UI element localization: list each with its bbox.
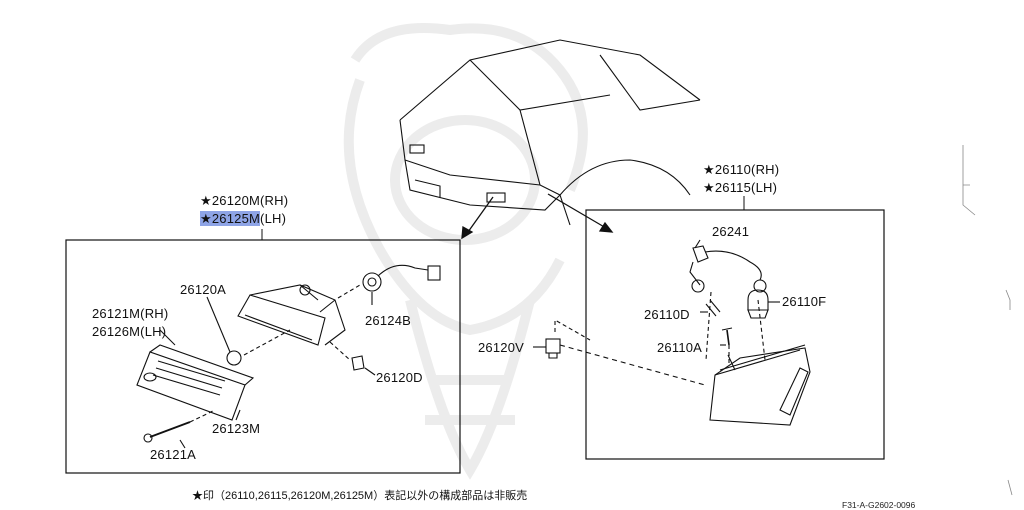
label-26110a[interactable]: 26110A [657, 340, 703, 355]
pointer-arrows [461, 193, 614, 240]
label-26120a[interactable]: 26120A [180, 282, 227, 297]
label-26126m-lh[interactable]: 26126M(LH) [92, 324, 167, 339]
watermark-logo [343, 23, 588, 480]
right-title-lh: ★26115(LH) [703, 180, 778, 195]
car-front-outline [399, 39, 701, 226]
label-26120d[interactable]: 26120D [376, 370, 423, 385]
label-26110f[interactable]: 26110F [782, 294, 827, 309]
label-26123m[interactable]: 26123M [212, 421, 261, 436]
right-assembly-frame [585, 209, 885, 460]
label-26241[interactable]: 26241 [712, 224, 750, 239]
label-26121m-rh[interactable]: 26121M(RH) [92, 306, 169, 321]
label-26124b[interactable]: 26124B [365, 313, 412, 328]
left-title-rh: ★26120M(RH) [200, 193, 289, 208]
right-lamp-drawing [689, 239, 811, 426]
right-title-rh: ★26110(RH) [703, 162, 780, 177]
label-26121a[interactable]: 26121A [150, 447, 197, 462]
left-title-lh-highlighted[interactable]: ★26125M [200, 211, 261, 226]
sales-footnote: ★印（26110,26115,26120M,26125M）表記以外の構成部品は非… [192, 490, 528, 502]
figure-code: F31-A-G2602-0096 [842, 500, 916, 510]
left-title-lh: ★26125M(LH) [200, 211, 286, 226]
left-assembly-frame [65, 239, 461, 474]
left-lamp-drawing [136, 264, 441, 449]
middle-clip-drawing [533, 319, 706, 386]
edge-scan-marks [962, 145, 1013, 496]
left-title-lh-suffix: (LH) [260, 211, 287, 226]
label-26110d[interactable]: 26110D [644, 307, 690, 322]
label-26120v[interactable]: 26120V [478, 340, 525, 355]
